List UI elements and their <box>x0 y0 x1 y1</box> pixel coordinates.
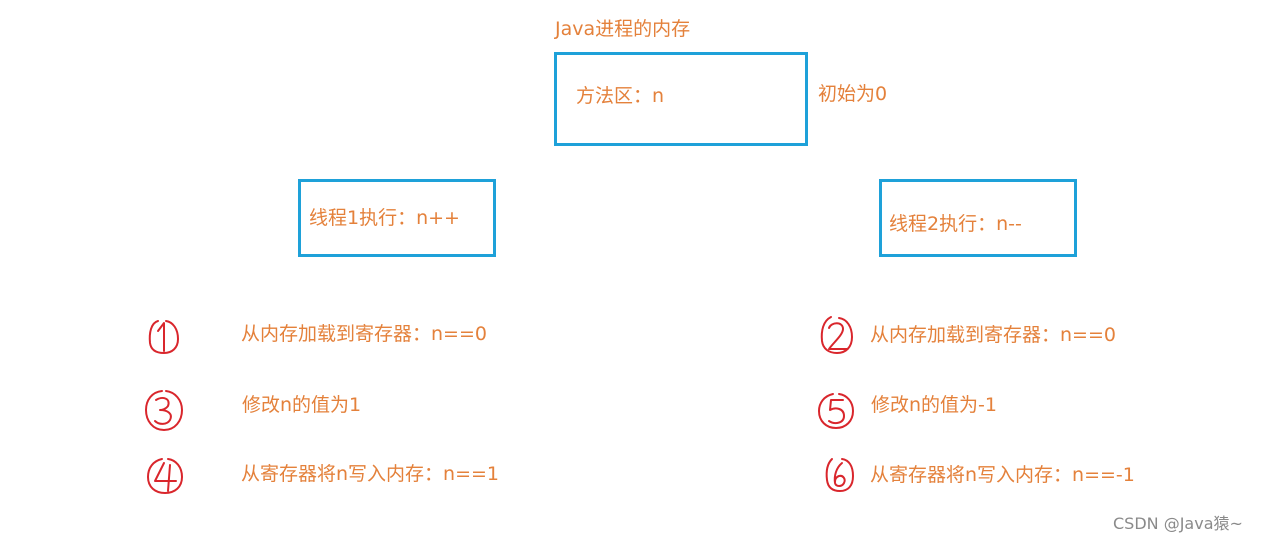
process-memory-title: Java进程的内存 <box>555 18 691 40</box>
thread1-step-modify: 修改n的值为1 <box>242 394 362 416</box>
csdn-watermark: CSDN @Java猿~ <box>1113 514 1243 533</box>
method-area-box: 方法区：n <box>554 52 808 146</box>
step-marker-2 <box>820 316 853 354</box>
thread1-box: 线程1执行：n++ <box>298 179 496 257</box>
step-marker-5 <box>818 393 854 429</box>
method-area-label: 方法区：n <box>576 85 665 107</box>
step-marker-6 <box>825 458 854 492</box>
thread1-label: 线程1执行：n++ <box>309 207 460 229</box>
thread2-box: 线程2执行：n-- <box>879 179 1077 257</box>
thread2-step-modify: 修改n的值为-1 <box>871 394 997 416</box>
thread1-step-write: 从寄存器将n写入内存：n==1 <box>241 463 500 485</box>
step-marker-1 <box>148 320 179 354</box>
method-area-note: 初始为0 <box>818 83 888 105</box>
thread2-step-write: 从寄存器将n写入内存：n==-1 <box>870 464 1135 486</box>
step-marker-4 <box>147 458 183 494</box>
thread2-step-load: 从内存加载到寄存器：n==0 <box>870 324 1116 346</box>
step-marker-3 <box>145 390 183 431</box>
thread2-label: 线程2执行：n-- <box>889 213 1022 235</box>
thread1-step-load: 从内存加载到寄存器：n==0 <box>241 323 487 345</box>
